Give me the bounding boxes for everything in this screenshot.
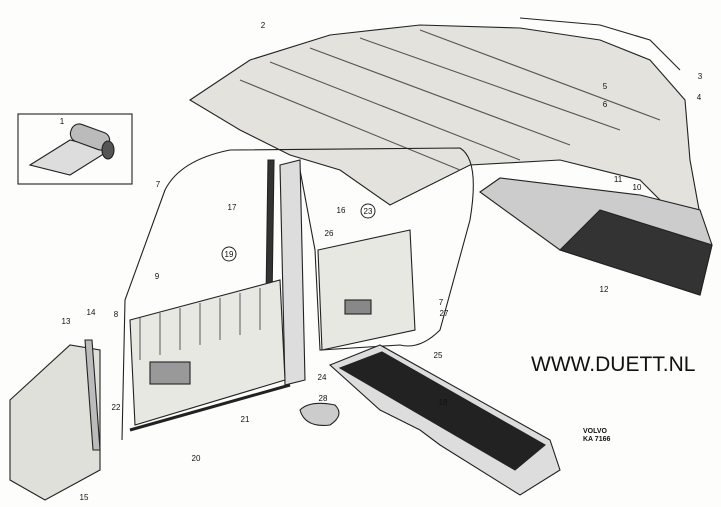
door-pocket [149, 361, 191, 385]
front-door-panel [129, 279, 286, 426]
maker-label: VOLVO [583, 428, 607, 435]
callout-12: 12 [600, 285, 609, 294]
callout-circle [221, 246, 237, 262]
callout-20: 20 [192, 454, 201, 463]
drawing-ref: KA 7166 [583, 436, 611, 443]
callout-11: 11 [614, 175, 623, 184]
roof-headliner [188, 24, 701, 221]
callout-22: 22 [112, 403, 121, 412]
callout-labels: 1234567789101112131415161718192021222324… [60, 21, 703, 502]
callout-5: 5 [603, 82, 608, 91]
callout-16: 16 [337, 206, 346, 215]
callout-15: 15 [80, 493, 89, 502]
a-pillar-strip [84, 339, 101, 451]
callout-8: 8 [114, 310, 119, 319]
callout-6: 6 [603, 100, 608, 109]
callout-18: 18 [439, 398, 448, 407]
door-sill-strip [129, 383, 291, 432]
callout-7: 7 [156, 180, 161, 189]
floor-mat-shadow [338, 351, 546, 471]
callout-circle [360, 203, 376, 219]
callout-7: 7 [439, 298, 444, 307]
callout-9: 9 [155, 272, 160, 281]
kick-panel [9, 344, 101, 501]
b-pillar-trim [279, 159, 306, 386]
callout-3: 3 [698, 72, 703, 81]
callout-2: 2 [261, 21, 266, 30]
callout-13: 13 [62, 317, 71, 326]
roof-trim-strip [519, 17, 681, 71]
inset-box [17, 113, 133, 185]
callout-24: 24 [318, 373, 327, 382]
callout-14: 14 [87, 308, 96, 317]
callout-4: 4 [697, 93, 702, 102]
callout-25: 25 [434, 351, 443, 360]
rear-panel-shadow [558, 209, 713, 296]
roof-bows [239, 29, 661, 171]
callout-19: 19 [225, 250, 234, 259]
callout-1: 1 [60, 117, 65, 126]
website-url: WWW.DUETT.NL [531, 353, 696, 376]
callout-26: 26 [325, 229, 334, 238]
armrest [344, 299, 372, 315]
callout-23: 23 [364, 207, 373, 216]
callout-10: 10 [633, 183, 642, 192]
callout-28: 28 [319, 394, 328, 403]
drawing-stamp: VOLVO KA 7166 [583, 428, 610, 444]
door-seal [121, 147, 474, 441]
material-roll [28, 123, 115, 176]
callout-17: 17 [228, 203, 237, 212]
pillar-strip [265, 159, 275, 301]
armrest-pad [299, 402, 340, 426]
rear-door-panel [317, 229, 416, 351]
callout-21: 21 [241, 415, 250, 424]
callout-27: 27 [440, 309, 449, 318]
